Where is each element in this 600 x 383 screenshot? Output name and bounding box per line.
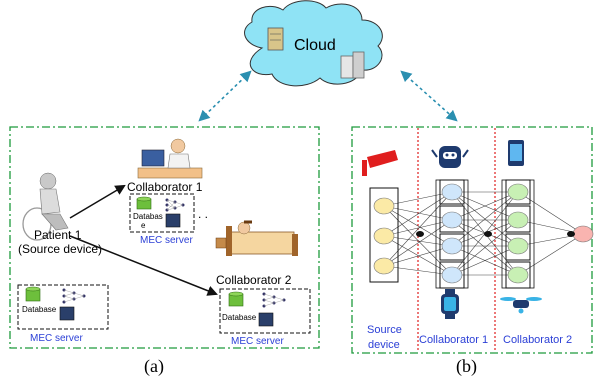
collab1-neuron: [441, 183, 463, 201]
nn-edge: [451, 245, 519, 276]
nn-edge: [517, 191, 584, 235]
neural-net-icon: [262, 292, 286, 308]
neural-net-icon: [62, 288, 86, 304]
patient-icon: [22, 172, 69, 241]
nn-edge: [451, 191, 519, 247]
panel-a-border: [9, 126, 320, 349]
database-icon: [25, 286, 41, 302]
panel-b-border: [351, 126, 593, 354]
a-collab2-mec-box: [219, 288, 311, 334]
nn-edge: [517, 233, 584, 276]
a-patient-label-2: (Source device): [18, 242, 102, 256]
drone-icon: [500, 297, 542, 314]
cloud-label: Cloud: [294, 37, 336, 54]
collab2-layer-box: [501, 179, 535, 289]
a-collaborator2-label: Collaborator 2: [216, 273, 292, 287]
source-layer-box: [369, 187, 399, 283]
smartphone-icon: [508, 140, 524, 166]
nn-edge: [383, 235, 453, 247]
connector-dot: [416, 231, 424, 237]
collab1-neuron: [441, 237, 463, 255]
bed-patient-icon: [215, 220, 298, 256]
output-neuron: [572, 225, 594, 243]
collab2-neuron: [507, 211, 529, 229]
collab2-neuron: [507, 183, 529, 201]
collab1-neuron-box: [439, 205, 465, 233]
smartwatch-icon: [441, 289, 459, 319]
database-icon: [228, 291, 244, 307]
connector-dot: [567, 231, 575, 237]
a-database-label-2: e: [141, 221, 146, 230]
collab2-neuron-box: [505, 205, 531, 233]
panel-a-caption: (a): [144, 356, 164, 377]
monitor-icon: [59, 306, 75, 321]
a-collab1-mec-box: [129, 193, 195, 233]
a-database-label-p: Database: [22, 305, 57, 314]
cloud-link-a: [198, 70, 252, 122]
collab1-neuron: [441, 266, 463, 284]
a-database-label-1: Databas: [133, 212, 163, 221]
nn-edge: [383, 205, 453, 221]
nn-edge: [451, 219, 519, 276]
a-database-label-c2: Database: [222, 313, 257, 322]
nn-edge: [383, 191, 453, 237]
b-source-label-2: device: [368, 339, 400, 351]
arrow-to-collaborator2: [69, 235, 218, 296]
monitor-icon: [165, 213, 181, 228]
monitor-icon: [258, 312, 274, 327]
a-collaborator1-label: Collaborator 1: [127, 180, 203, 194]
collab2-neuron-box: [505, 233, 531, 261]
b-collaborator2-label: Collaborator 2: [503, 334, 572, 346]
source-neuron: [373, 197, 395, 215]
a-mec-server-label-1: MEC server: [140, 235, 193, 246]
nn-edge: [383, 191, 453, 207]
collab1-neuron-box: [439, 233, 465, 261]
collab1-layer-box: [435, 179, 469, 289]
neural-net-icon: [165, 198, 185, 212]
b-collaborator1-label: Collaborator 1: [419, 334, 488, 346]
nn-edge: [451, 191, 519, 221]
security-camera-icon: [362, 150, 398, 176]
panel-b-caption: (b): [456, 356, 477, 377]
b-source-label-1: Source: [367, 324, 402, 336]
doctor-computer-icon: [137, 138, 203, 179]
a-patient-mec-box: [17, 284, 109, 330]
nn-edge: [383, 265, 453, 276]
a-patient-label-1: Patient 1: [34, 228, 82, 242]
neural-network: [369, 179, 594, 289]
connector-dot: [484, 231, 492, 237]
cloud-link-b: [400, 70, 458, 122]
nn-edge: [383, 219, 453, 267]
nn-edge: [383, 205, 453, 276]
source-neuron: [373, 227, 395, 245]
source-neuron: [373, 257, 395, 275]
database-icon: [136, 196, 152, 210]
collab2-neuron: [507, 237, 529, 255]
collab1-neuron: [441, 211, 463, 229]
nn-edge: [383, 219, 453, 237]
ellipsis: . .: [198, 207, 208, 221]
nn-edge: [383, 235, 453, 276]
collab2-neuron: [507, 266, 529, 284]
nn-edge: [383, 205, 453, 247]
nn-edge: [383, 245, 453, 267]
a-mec-server-label-p: MEC server: [30, 333, 83, 344]
a-mec-server-label-2: MEC server: [231, 336, 284, 347]
arrow-to-collaborator1: [69, 184, 126, 219]
server-icon: [267, 27, 365, 79]
robot-icon: [431, 146, 469, 168]
nn-edge: [383, 191, 453, 267]
